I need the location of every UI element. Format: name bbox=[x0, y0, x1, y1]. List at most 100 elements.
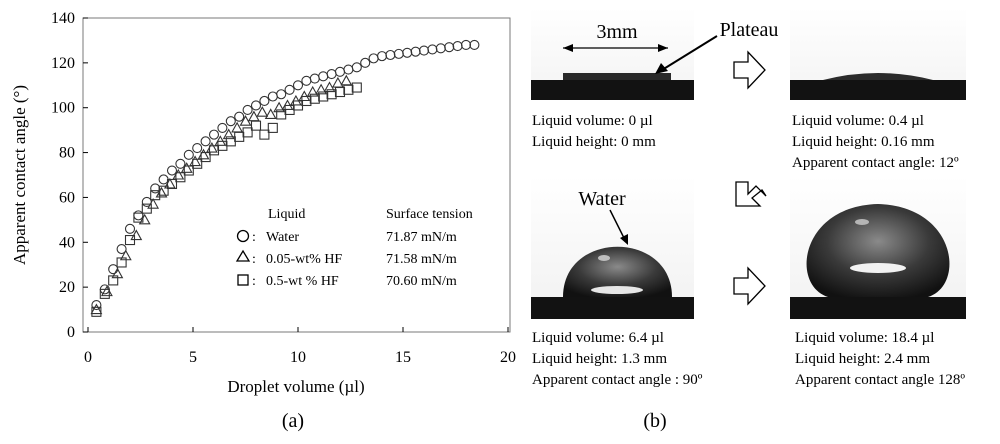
plateau-pointer-line bbox=[661, 35, 718, 71]
data-point-water bbox=[276, 89, 287, 100]
data-point-hf05 bbox=[242, 127, 253, 138]
y-tick-label: 100 bbox=[51, 100, 75, 117]
data-point-water bbox=[284, 84, 295, 95]
data-point-water bbox=[343, 64, 354, 75]
data-point-water bbox=[292, 80, 304, 91]
x-axis-label: Droplet volume (µl) bbox=[227, 377, 364, 396]
data-point-hf005 bbox=[331, 76, 344, 88]
data-point-water bbox=[376, 51, 388, 62]
data-point-hf05 bbox=[183, 165, 194, 176]
panel-b-label: (b) bbox=[643, 410, 666, 432]
data-point-hf005 bbox=[340, 74, 353, 86]
data-point-water bbox=[250, 100, 262, 111]
data-point-water bbox=[166, 165, 178, 176]
data-point-water bbox=[418, 45, 430, 56]
legend-hf005-tension: 71.58 mN/m bbox=[386, 252, 457, 267]
substrate bbox=[790, 297, 966, 319]
data-point-water bbox=[150, 183, 161, 194]
data-point-hf05 bbox=[234, 131, 245, 142]
data-point-water bbox=[435, 43, 446, 54]
data-point-hf05 bbox=[158, 185, 169, 196]
data-point-water bbox=[368, 53, 379, 64]
data-point-hf005 bbox=[90, 303, 103, 315]
data-point-hf05 bbox=[343, 84, 354, 95]
legend-water-tension: 71.87 mN/m bbox=[386, 230, 457, 245]
data-point-hf05 bbox=[334, 86, 346, 98]
water-pointer-icon bbox=[620, 234, 628, 245]
droplet-photos: 3mm Plateau Liquid volume: 0 µl Liquid h… bbox=[531, 8, 966, 432]
frame2-caption-line3: Apparent contact angle: 12º bbox=[792, 155, 959, 171]
droplet-large bbox=[806, 204, 950, 297]
data-point-hf005 bbox=[273, 101, 286, 113]
frame4-caption-line3: Apparent contact angle 128º bbox=[795, 372, 965, 388]
water-label: Water bbox=[578, 188, 626, 210]
data-point-water bbox=[124, 223, 136, 234]
data-point-hf05 bbox=[351, 82, 362, 93]
data-point-water bbox=[116, 243, 127, 255]
substrate bbox=[790, 80, 966, 100]
data-point-water bbox=[326, 69, 337, 80]
data-point-hf05 bbox=[116, 257, 127, 268]
data-point-water bbox=[267, 91, 278, 102]
data-point-hf05 bbox=[259, 129, 270, 140]
plateau-label: Plateau bbox=[720, 19, 779, 41]
data-point-water bbox=[402, 47, 413, 58]
photo-frame-3: Water Liquid volume: 6.4 µl Liquid heigh… bbox=[531, 176, 703, 388]
legend: Liquid Surface tension : Water 71.87 mN/… bbox=[235, 207, 473, 289]
data-point-hf05 bbox=[200, 152, 211, 163]
plateau bbox=[563, 73, 671, 80]
photo-frame-4: Liquid volume: 18.4 µl Liquid height: 2.… bbox=[790, 176, 966, 388]
width-label: 3mm bbox=[596, 21, 638, 43]
legend-square-icon bbox=[237, 274, 249, 286]
data-point-water bbox=[225, 116, 236, 127]
data-point-water bbox=[469, 39, 480, 50]
data-point-hf05 bbox=[192, 158, 203, 169]
y-tick-label: 80 bbox=[59, 145, 75, 162]
plot-frame bbox=[82, 17, 511, 333]
data-point-water bbox=[318, 71, 329, 82]
data-point-hf05 bbox=[326, 89, 337, 100]
data-point-hf05 bbox=[91, 306, 102, 317]
photo-frame-2: Liquid volume: 0.4 µl Liquid height: 0.1… bbox=[790, 8, 966, 171]
data-point-water bbox=[427, 44, 438, 55]
x-tick-label: 5 bbox=[189, 349, 197, 366]
data-point-hf005 bbox=[222, 128, 235, 140]
data-point-water bbox=[360, 57, 371, 68]
legend-triangle-icon bbox=[235, 249, 251, 262]
photo-frame-1: 3mm Plateau Liquid volume: 0 µl Liquid h… bbox=[531, 8, 778, 150]
x-tick-label: 10 bbox=[290, 349, 306, 366]
data-point-hf005 bbox=[264, 108, 277, 119]
data-point-water bbox=[133, 210, 144, 221]
data-point-hf05 bbox=[301, 95, 312, 107]
data-point-hf05 bbox=[318, 91, 329, 102]
plateau-pointer-icon bbox=[655, 63, 668, 74]
data-point-water bbox=[452, 40, 463, 52]
width-arrow-left-icon bbox=[563, 44, 573, 52]
frame2-caption-line1: Liquid volume: 0.4 µl bbox=[792, 113, 924, 129]
data-point-water bbox=[301, 75, 312, 86]
legend-circle-icon bbox=[236, 229, 250, 243]
data-point-water bbox=[334, 66, 346, 77]
data-point-hf05 bbox=[133, 212, 144, 223]
data-point-water bbox=[309, 73, 320, 84]
x-tick-label: 0 bbox=[84, 349, 92, 366]
data-point-hf05 bbox=[141, 203, 152, 214]
data-point-hf005 bbox=[138, 213, 151, 225]
frame4-caption-line1: Liquid volume: 18.4 µl bbox=[795, 330, 934, 346]
data-point-water bbox=[175, 158, 186, 169]
data-point-water bbox=[234, 111, 245, 122]
y-tick-label: 120 bbox=[51, 55, 75, 72]
data-point-water bbox=[351, 62, 362, 73]
legend-header-liquid: Liquid bbox=[268, 207, 305, 222]
legend-hf005-name: 0.05-wt% HF bbox=[266, 252, 342, 267]
x-tick-label: 20 bbox=[500, 349, 516, 366]
frame3-caption-line2: Liquid height: 1.3 mm bbox=[532, 351, 667, 367]
data-point-hf05 bbox=[175, 172, 186, 183]
frame1-caption-line1: Liquid volume: 0 µl bbox=[532, 113, 653, 129]
frame3-caption-line1: Liquid volume: 6.4 µl bbox=[532, 330, 664, 346]
data-point-water bbox=[208, 129, 220, 140]
data-point-water bbox=[91, 300, 102, 311]
